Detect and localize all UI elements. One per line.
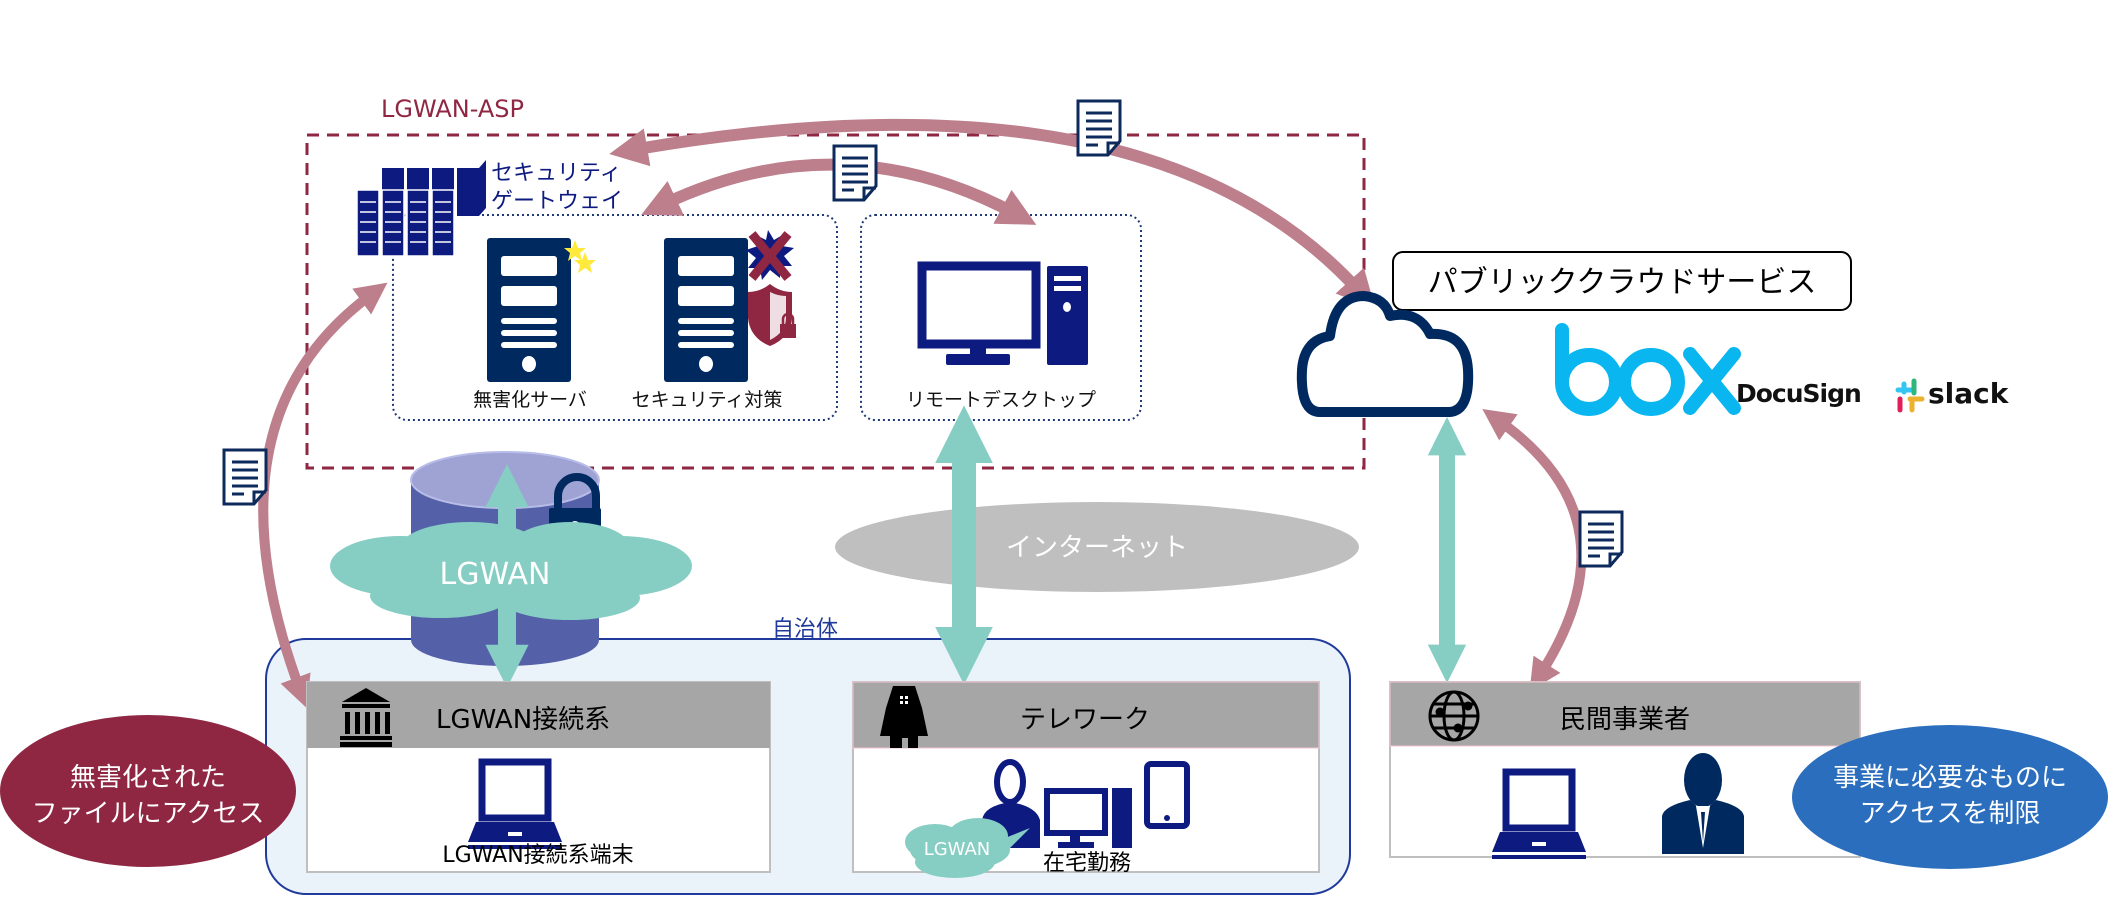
remote-desktop-label: リモートデスクトップ: [906, 389, 1096, 411]
lgwan-cloud: [330, 522, 692, 620]
slack-logo-icon: [1895, 378, 1925, 413]
file-flow-arrow-lgwan: [258, 282, 388, 709]
security-label: セキュリティ対策: [632, 389, 783, 411]
lgwan-terminal-label: LGWAN接続系端末: [442, 843, 633, 868]
telework-panel: テレワーク LGWAN 在宅勤務: [852, 681, 1320, 878]
document-icon: [222, 448, 268, 506]
internet-label: インターネット: [1006, 533, 1188, 563]
private-panel-title: 民間事業者: [1560, 705, 1690, 735]
globe-icon: [1428, 690, 1480, 742]
server-rack-icon: [356, 160, 486, 257]
document-icon: [832, 144, 878, 202]
sparkle-stars-icon: [564, 240, 596, 273]
right-callout-line2: アクセスを制限: [1860, 799, 2041, 829]
box-logo: [1555, 323, 1741, 416]
work-from-home-label: 在宅勤務: [1043, 851, 1131, 876]
restricted-access-callout: [1792, 725, 2108, 869]
lgwan-asp-label: LGWAN-ASP: [381, 95, 524, 123]
shield-lock-icon: [748, 284, 796, 346]
desktop-pc-icon: [917, 261, 1088, 365]
lgwan-connection-panel: LGWAN接続系 LGWAN接続系端末: [306, 681, 771, 873]
gateway-label-line1: セキュリティ: [491, 161, 622, 186]
left-callout-line1: 無害化された: [70, 763, 226, 793]
private-business-panel: 民間事業者: [1389, 681, 1861, 859]
public-cloud-label-box: [1392, 251, 1852, 311]
smartphone-icon: [1144, 761, 1190, 829]
cloud-icon: [1296, 291, 1474, 417]
file-flow-arrow-private: [1482, 408, 1587, 692]
left-callout-line2: ファイルにアクセス: [32, 799, 265, 829]
lgwan-label: LGWAN: [440, 557, 551, 592]
telework-panel-title: テレワーク: [1020, 705, 1150, 735]
desktop-pc-icon: [1044, 788, 1132, 848]
laptop-icon: [468, 762, 562, 849]
document-icon: [1578, 510, 1624, 568]
sanitize-security-box: [392, 214, 838, 421]
sanitize-server-icon: [487, 238, 571, 382]
security-server-icon: [664, 238, 748, 382]
government-building-icon: [340, 688, 392, 747]
slack-logo-text: slack: [1928, 377, 2010, 410]
docusign-logo: DocuSign: [1736, 379, 1861, 408]
right-callout-line1: 事業に必要なものに: [1833, 763, 2067, 793]
laptop-icon: [1492, 772, 1586, 859]
gateway-label-line2: ゲートウェイ: [491, 189, 623, 214]
sanitized-access-callout: [0, 715, 296, 867]
house-icon: [880, 686, 928, 748]
mini-lgwan-label: LGWAN: [924, 839, 991, 860]
lgwan-panel-title: LGWAN接続系: [436, 705, 610, 735]
sanitize-server-label: 無害化サーバ: [473, 389, 587, 411]
document-icon: [1076, 99, 1122, 157]
lgwan-mini-cloud: [905, 818, 1030, 878]
public-cloud-label: パブリッククラウドサービス: [1428, 265, 1817, 300]
businessman-icon: [1662, 753, 1744, 854]
municipality-label: 自治体: [772, 617, 838, 642]
file-flow-arrow-cloud-asp: [609, 118, 1376, 310]
virus-blocked-icon: [746, 230, 794, 281]
